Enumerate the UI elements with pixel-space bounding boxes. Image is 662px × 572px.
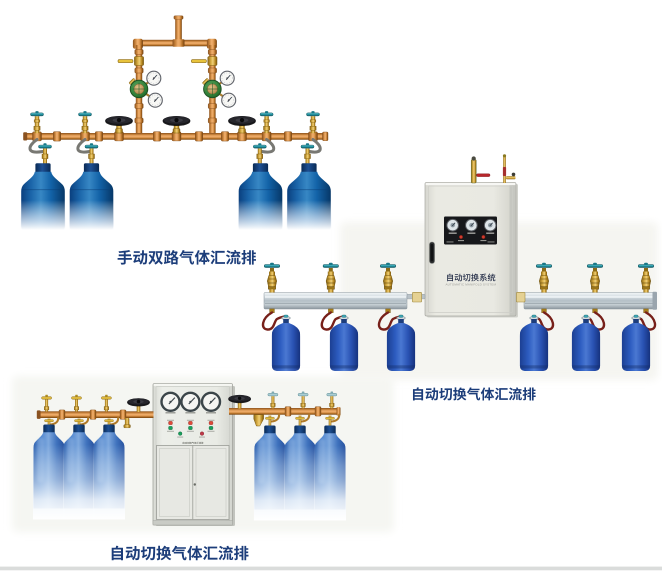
cylinder-valve [44, 416, 60, 426]
pressure-gauge [180, 391, 201, 412]
pressure-gauge [221, 92, 237, 108]
cabinet-label [447, 273, 496, 282]
pigtail-hose [260, 138, 276, 154]
pigtail-hose [28, 138, 44, 154]
gas-cylinder [271, 314, 301, 372]
line-regulator-assembly [191, 45, 237, 134]
cabinet-sublabel: AUTOMATIC MANIFOLD SYSTEM [445, 283, 496, 287]
indicator-light [199, 431, 204, 436]
pigtail-hose [261, 311, 288, 331]
manifold-shutoff-valve [105, 116, 133, 134]
pressure-gauge [446, 218, 460, 232]
riser-valve [79, 111, 92, 133]
indicator-light [188, 421, 193, 425]
pressure-gauge [147, 92, 163, 108]
pressure-gauge [160, 391, 181, 412]
indicator-light [178, 431, 183, 436]
manifold-shutoff-valve [228, 116, 256, 134]
cylinder-valve [253, 143, 266, 163]
pigtail-hose [308, 138, 322, 154]
indicator-light [208, 426, 214, 430]
line-regulator-assembly [117, 45, 163, 134]
cylinder-valve [325, 413, 341, 426]
manifold-pipe [23, 131, 329, 142]
cylinder-valve [39, 143, 52, 163]
manifold-shutoff-valve [127, 398, 150, 412]
indicator-light [459, 235, 463, 239]
manifold-pipe-right [229, 407, 341, 416]
floor-cabinet [152, 383, 235, 526]
manifold-shutoff-valve [228, 394, 251, 409]
cylinder-valve [74, 416, 90, 426]
cabinet-top-valves [470, 154, 516, 184]
manifold-shutoff-valve [162, 116, 191, 134]
cylinder-valve [104, 416, 120, 426]
indicator-light [168, 421, 173, 425]
gas-cylinder [68, 162, 115, 236]
figure-auto-switch-manifold-floor [12, 376, 394, 532]
cylinder-valve [265, 413, 281, 426]
caption-auto-switch-floor [111, 545, 249, 561]
caption-manual-dual-manifold [117, 250, 256, 265]
riser-valve [31, 111, 44, 133]
pressure-gauge [219, 70, 235, 86]
pressure-gauge [483, 218, 497, 232]
pressure-gauge [465, 218, 478, 232]
riser-valve [260, 111, 273, 133]
caption-auto-switch-wall [412, 387, 536, 401]
footer-strip [0, 566, 662, 571]
cylinder-valve [295, 413, 311, 426]
gas-cylinder [20, 162, 66, 236]
pigtail-hose [76, 138, 91, 154]
figure-manual-dual-manifold [20, 15, 332, 236]
manifold-bar-left [263, 292, 408, 310]
indicator-light [481, 235, 486, 239]
figure-auto-switch-manifold-wall: AUTOMATIC MANIFOLD SYSTEM [261, 154, 658, 380]
control-cabinet: AUTOMATIC MANIFOLD SYSTEM [424, 154, 518, 318]
pressure-gauge [146, 70, 162, 86]
indicator-light [168, 426, 173, 430]
gas-cylinder [237, 162, 284, 236]
indicator-light [208, 421, 214, 425]
cabinet-doors [156, 445, 230, 520]
indicator-light [188, 426, 193, 430]
gas-cylinder [286, 162, 332, 236]
riser-valve [307, 111, 320, 133]
header-pipework [132, 15, 217, 49]
manifold-bar-right [523, 292, 656, 310]
pressure-gauge [200, 391, 222, 412]
